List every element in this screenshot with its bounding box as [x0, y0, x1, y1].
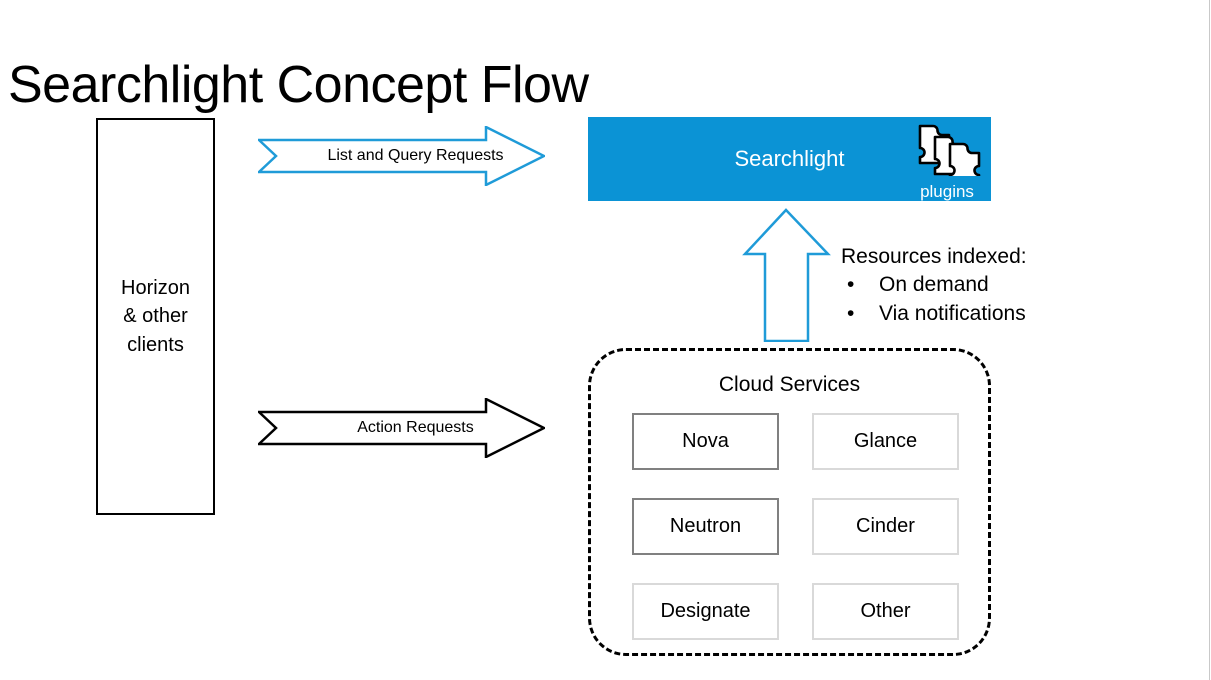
service-label: Cinder — [856, 515, 915, 537]
cloud-services-title: Cloud Services — [718, 373, 861, 396]
service-label: Nova — [682, 430, 729, 452]
service-box-cinder: Cinder — [812, 498, 959, 555]
service-box-designate: Designate — [632, 583, 779, 640]
service-label: Other — [860, 600, 911, 622]
slide-right-edge-rule — [1209, 0, 1210, 680]
list-item: • On demand — [841, 271, 1027, 299]
cloud-services-container: Cloud Services Nova Glance Neutron Cinde… — [588, 348, 991, 656]
page-title: Searchlight Concept Flow — [8, 56, 589, 114]
resources-indexed-heading: Resources indexed: — [841, 245, 1027, 268]
list-item-label: Via notifications — [879, 301, 1026, 325]
bullet-icon: • — [847, 301, 855, 325]
resources-indexed-list: • On demand • Via notifications — [841, 271, 1027, 328]
searchlight-title: Searchlight — [734, 146, 845, 171]
service-box-glance: Glance — [812, 413, 959, 470]
up-arrow-icon — [742, 208, 831, 342]
service-box-neutron: Neutron — [632, 498, 779, 555]
puzzle-pieces-icon — [918, 124, 981, 176]
arrow-indexing-flow — [742, 208, 832, 342]
service-label: Neutron — [669, 515, 742, 537]
arrow-action-requests: Action Requests — [258, 398, 545, 458]
resources-indexed-note: Resources indexed: • On demand • Via not… — [841, 243, 1027, 328]
searchlight-banner: Searchlight plugins — [588, 117, 991, 201]
cloud-services-grid: Nova Glance Neutron Cinder Designate Oth… — [632, 413, 959, 640]
list-item: • Via notifications — [841, 300, 1027, 328]
service-label: Designate — [660, 600, 751, 622]
arrow-list-and-query-requests: List and Query Requests — [258, 126, 545, 186]
service-box-nova: Nova — [632, 413, 779, 470]
list-item-label: On demand — [879, 273, 989, 297]
right-arrow-icon — [258, 398, 545, 458]
service-box-other: Other — [812, 583, 959, 640]
service-label: Glance — [853, 430, 918, 452]
clients-box: Horizon & other clients — [96, 118, 215, 515]
clients-box-label: Horizon & other clients — [121, 276, 190, 356]
right-arrow-icon — [258, 126, 545, 186]
bullet-icon: • — [847, 273, 855, 297]
plugins-label: plugins — [920, 182, 974, 201]
plugins-badge: plugins — [905, 120, 989, 200]
